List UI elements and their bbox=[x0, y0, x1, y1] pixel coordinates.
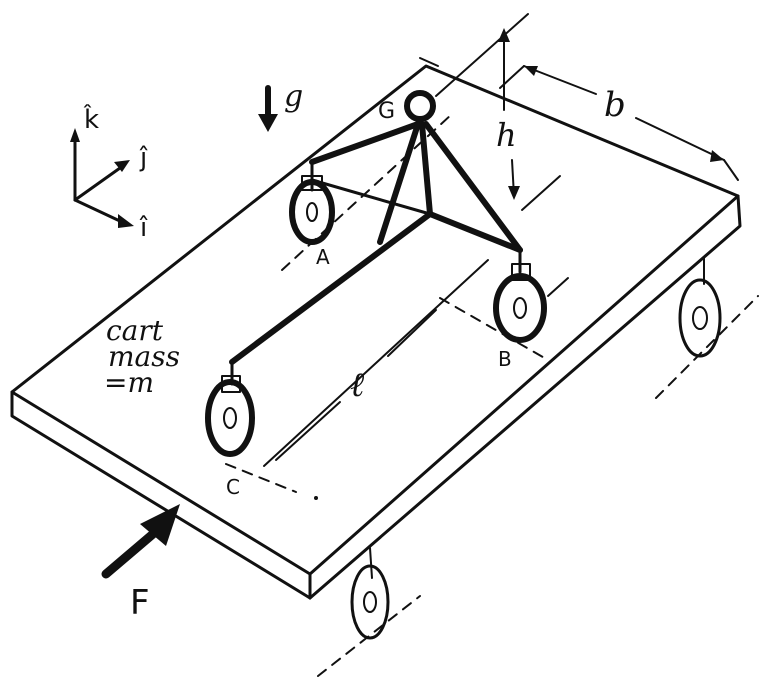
j-hat-label: ĵ bbox=[139, 143, 148, 173]
wheel-C: C bbox=[205, 375, 255, 499]
cart-platform bbox=[10, 64, 742, 600]
frame-bar-B bbox=[427, 211, 523, 253]
platform-front-edge bbox=[10, 390, 312, 600]
wheel-front bbox=[317, 547, 421, 677]
frame-bar-A-to-G bbox=[309, 121, 421, 165]
frame-bar-C bbox=[229, 211, 433, 365]
k-arrowhead bbox=[70, 128, 80, 142]
j-axis bbox=[73, 166, 122, 202]
C-label: C bbox=[226, 475, 240, 499]
dimension-b: b bbox=[419, 57, 739, 181]
i-arrowhead bbox=[118, 214, 134, 228]
i-hat-label: î bbox=[139, 213, 148, 243]
cart-label-line1: cart bbox=[106, 314, 164, 347]
cart-label-line2: mass bbox=[108, 340, 180, 373]
platform-right-edge bbox=[308, 194, 742, 600]
dimension-l: ℓ bbox=[275, 309, 437, 461]
dimension-h: h bbox=[496, 28, 520, 200]
G-label: G bbox=[378, 99, 395, 124]
gravity-label: g bbox=[284, 79, 303, 114]
i-axis bbox=[73, 198, 124, 224]
force-arrowhead bbox=[140, 504, 180, 546]
cart-wheels bbox=[317, 257, 759, 677]
gravity-arrowhead bbox=[258, 114, 278, 132]
F-label: F bbox=[130, 583, 150, 623]
wheel-right bbox=[655, 257, 759, 399]
mass-center-G bbox=[404, 90, 436, 122]
B-label: B bbox=[498, 347, 512, 371]
l-label: ℓ bbox=[350, 365, 364, 405]
frame-bar-A-mid bbox=[310, 178, 432, 216]
cart-mass-label: cart mass =m bbox=[104, 314, 180, 399]
force-arrow-shaft bbox=[101, 523, 165, 579]
force-F: F bbox=[101, 504, 180, 623]
gravity-indicator: g bbox=[258, 79, 303, 132]
frame-wheels: A B C bbox=[205, 175, 547, 499]
j-arrowhead bbox=[114, 160, 130, 172]
h-label: h bbox=[496, 116, 517, 154]
wheel-B: B bbox=[493, 263, 547, 371]
wheel-A: A bbox=[289, 175, 335, 269]
b-label: b bbox=[604, 85, 626, 125]
frame-leg-2 bbox=[419, 121, 433, 217]
cart-label-line3: =m bbox=[104, 366, 154, 399]
frame-leg-1 bbox=[377, 121, 421, 245]
frame-leg-3 bbox=[423, 121, 523, 253]
axes-group: k̂ ĵ î bbox=[70, 103, 148, 243]
pendulum-frame: G bbox=[229, 90, 523, 386]
A-label: A bbox=[316, 245, 330, 269]
k-hat-label: k̂ bbox=[83, 103, 99, 135]
